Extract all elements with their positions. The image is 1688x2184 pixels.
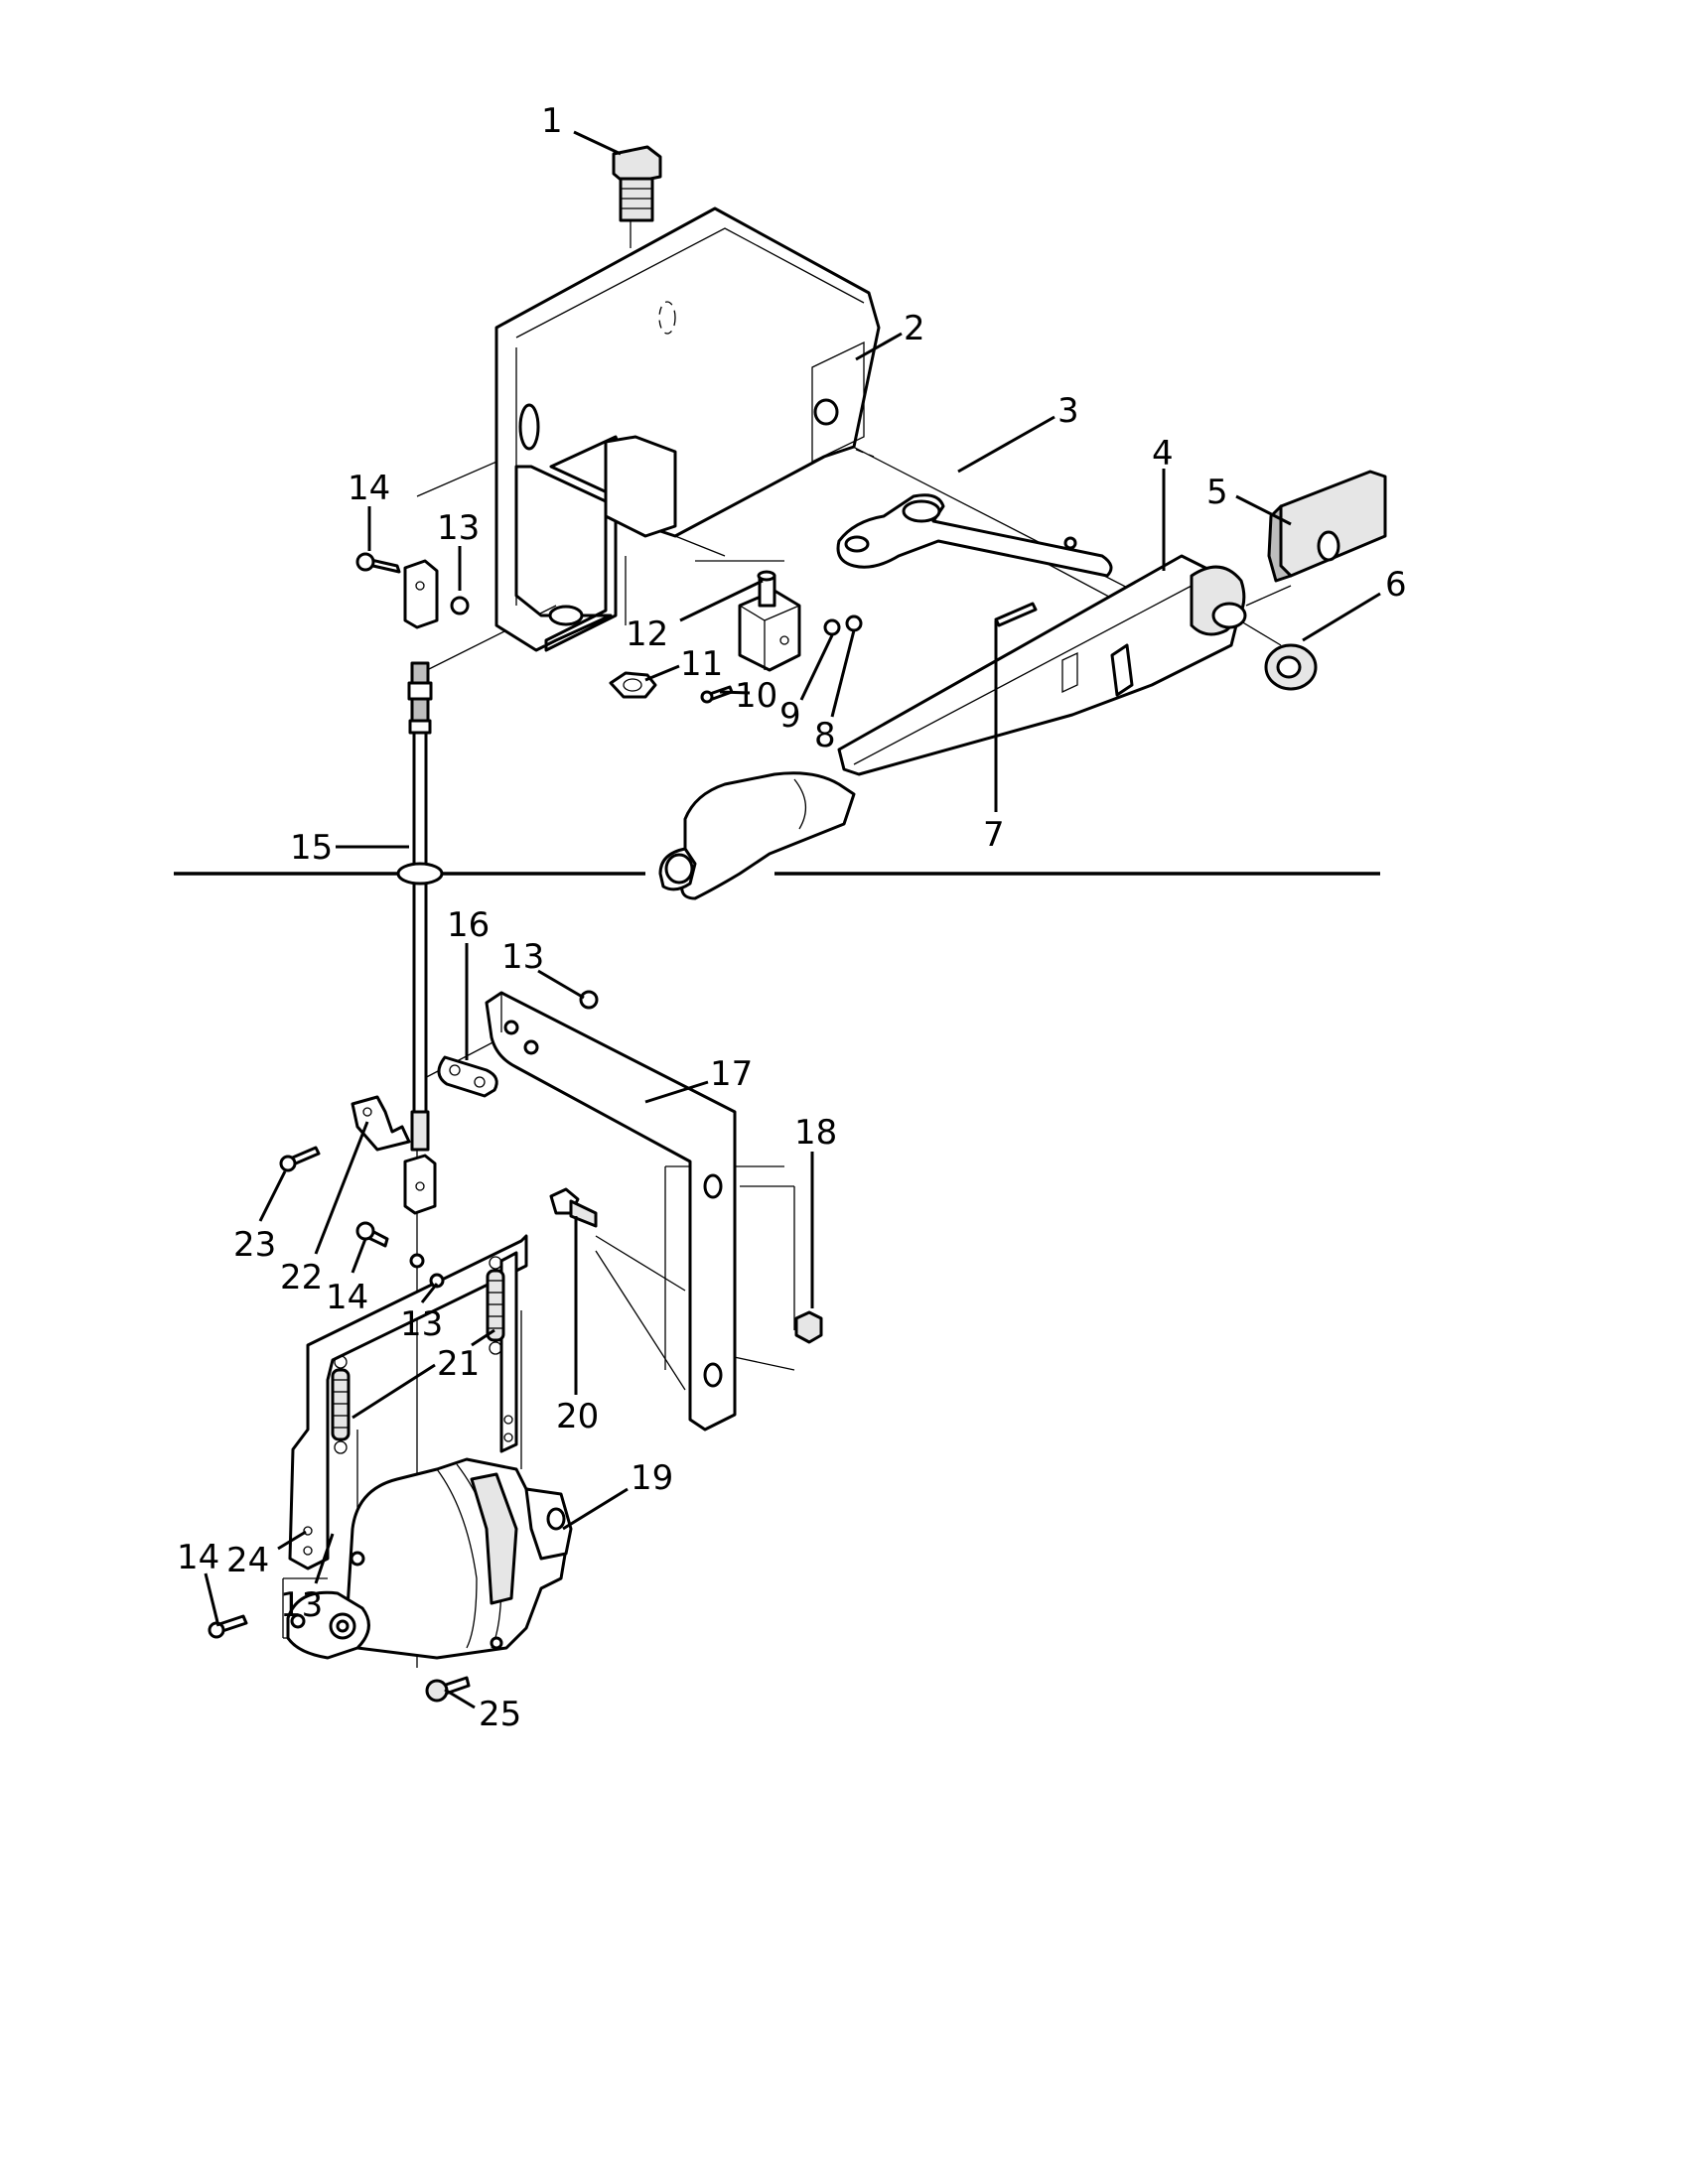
callout-19: 19: [631, 1458, 673, 1498]
callout-25: 25: [479, 1695, 521, 1734]
screw-part-10: [700, 685, 734, 704]
nut-part-13-mid: [579, 990, 599, 1010]
callout-14-b: 14: [326, 1278, 368, 1317]
callout-24: 24: [226, 1541, 269, 1580]
plate-part-17: [485, 991, 737, 1432]
callout-21: 21: [437, 1344, 480, 1384]
rod-part-15: [396, 661, 444, 1215]
callout-3: 3: [1057, 391, 1079, 431]
spring-part-21-right: [486, 1256, 505, 1355]
bolt-part-23: [279, 1146, 321, 1172]
callout-23: 23: [233, 1225, 276, 1265]
nut-part-11: [609, 671, 657, 699]
callout-9: 9: [779, 696, 801, 736]
callout-13-a: 13: [437, 508, 480, 548]
bolt-part-20: [549, 1187, 598, 1228]
washer-part-9: [823, 618, 841, 636]
linkage-frame-part-24: [288, 1234, 528, 1570]
pin-part-7: [994, 602, 1038, 627]
callout-10: 10: [735, 676, 777, 716]
lever-part-4: [658, 554, 1247, 900]
callout-1: 1: [541, 101, 563, 141]
clip-part-22: [351, 1095, 411, 1152]
callout-17: 17: [710, 1054, 753, 1094]
callout-4: 4: [1152, 434, 1174, 474]
callout-13-d: 13: [280, 1585, 323, 1625]
callout-14-a: 14: [348, 469, 390, 508]
link-part-16: [437, 1055, 498, 1098]
spring-part-21-left: [331, 1355, 351, 1454]
shaft-part-3: [836, 493, 1113, 578]
nut-part-13-upper: [450, 596, 470, 615]
callout-6: 6: [1385, 565, 1407, 605]
callout-15: 15: [290, 828, 333, 868]
leader-lines: [204, 130, 1381, 1709]
clevis-upper: [403, 559, 439, 629]
callout-13-b: 13: [501, 937, 544, 977]
callout-11: 11: [680, 644, 723, 684]
actuator-part-19: [286, 1457, 573, 1660]
callout-22: 22: [280, 1258, 323, 1297]
callout-2: 2: [904, 309, 925, 348]
bracket-part-2: [494, 206, 881, 652]
pawl-block-part-12: [738, 570, 801, 672]
callout-8: 8: [814, 716, 836, 755]
bolt-part-14-upper: [355, 552, 401, 574]
bolt-part-14-mid: [355, 1221, 389, 1248]
callout-20: 20: [556, 1397, 599, 1436]
nut-part-18: [794, 1310, 823, 1344]
callout-12: 12: [626, 614, 668, 654]
callout-16: 16: [447, 905, 490, 945]
callout-7: 7: [983, 815, 1005, 855]
bolt-part-25: [425, 1676, 471, 1703]
bolt-part-1: [612, 145, 662, 222]
nut-part-8: [845, 614, 863, 632]
washer-part-6: [1264, 643, 1318, 691]
callout-labels: 1 2 3 4 5 6 7 8 9 10 11 12 13 14 15 16 1…: [177, 101, 1407, 1734]
callout-5: 5: [1206, 473, 1228, 512]
bolt-part-14-lower: [208, 1614, 248, 1639]
callout-13-c: 13: [400, 1304, 443, 1344]
callout-18: 18: [794, 1113, 837, 1153]
callout-14-c: 14: [177, 1538, 219, 1577]
sector-gear-part-5: [1267, 470, 1387, 583]
